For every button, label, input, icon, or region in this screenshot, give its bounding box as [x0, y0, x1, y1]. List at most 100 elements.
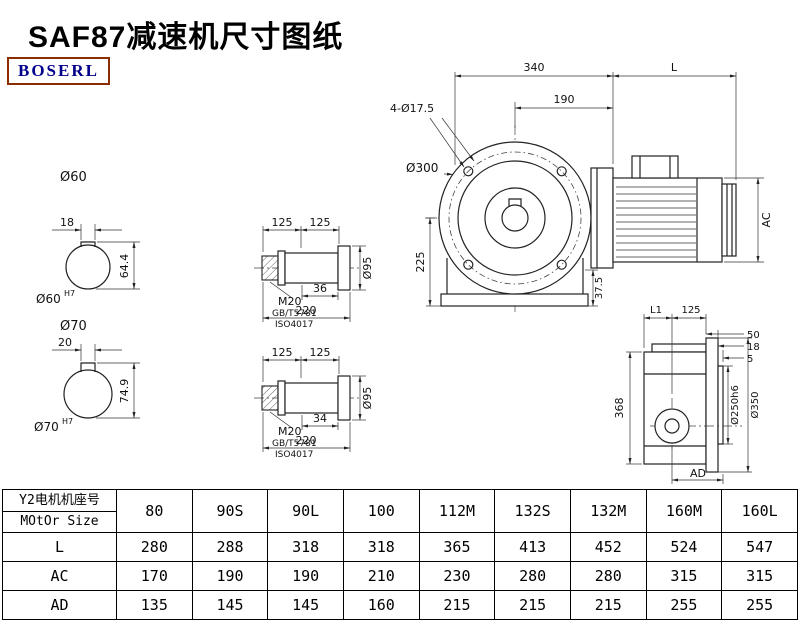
size-col-header-80: 80	[116, 489, 193, 533]
output-shaft-circle	[654, 408, 690, 444]
washer	[277, 380, 286, 416]
table-cell: 145	[191, 590, 269, 620]
dim-label-shaft70-bore: Ø70	[34, 420, 59, 434]
motor-body	[612, 177, 723, 263]
table-cell: 452	[569, 532, 647, 562]
dim-label-bushing-bot-a: 125	[272, 346, 293, 359]
std-label-top-1: GB/T5781	[272, 309, 317, 319]
dim-label-50: 50	[747, 330, 760, 341]
motor-size-header-cn: Y2电机机座号	[3, 491, 116, 512]
flange-circle-300	[438, 141, 592, 295]
dim-label-bushing-top-a: 125	[272, 216, 293, 229]
terminal-box	[631, 155, 679, 179]
bushing-collar	[337, 245, 351, 291]
hub-circle	[484, 187, 546, 249]
housing-circle	[457, 160, 573, 276]
side-top-rib	[651, 343, 707, 353]
thread-label-top: M20	[278, 295, 302, 308]
table-cell: 413	[494, 532, 571, 562]
shaft60-bore-circle	[65, 244, 111, 290]
std-label-bottom-1: GB/T5781	[272, 439, 317, 449]
dim-label-bushing-top-od: Ø95	[361, 257, 374, 280]
dim-label-shaft70-keyheight: 74.9	[118, 379, 131, 404]
motor-dimension-table: Y2电机机座号 MOtOr Size 80 90S 90L 100 112M 1…	[2, 489, 798, 620]
gearbox-base	[440, 293, 589, 307]
dim-label-225: 225	[414, 252, 427, 273]
table-cell: 190	[191, 561, 269, 591]
table-cell: 145	[267, 590, 344, 620]
output-flange-350	[705, 337, 719, 473]
bolt-circle	[448, 151, 582, 285]
technical-drawing: Ø60 18 64.4 Ø60 H7 Ø70 20	[34, 61, 773, 484]
table-row-ac: AC 170 190 190 210 230 280 280 315 315	[2, 561, 798, 591]
motor-adapter-flange	[590, 167, 614, 269]
table-row-ad: AD 135 145 145 160 215 215 215 255 255	[2, 590, 798, 620]
table-cell: 135	[116, 590, 193, 620]
dim-label-bushing-top-len: 36	[313, 282, 327, 295]
bolt-hole	[556, 259, 567, 270]
dim-label-bushing-bot-total: 220	[296, 434, 317, 447]
hollow-shaft-detail-top: 125 125 M20 GB/T5781 ISO4017 36 220 Ø95	[254, 216, 374, 330]
dim-label-37-5: 37.5	[594, 277, 605, 299]
motor-size-header-en: MOtOr Size	[20, 513, 99, 529]
dim-label-flange-od: Ø300	[406, 161, 438, 175]
bolt-head-section	[261, 255, 279, 281]
table-cell: 280	[569, 561, 647, 591]
table-cell: 318	[342, 532, 420, 562]
std-label-top-2: ISO4017	[275, 320, 313, 330]
hollow-shaft-detail-bottom: 125 125 M20 GB/T5781 ISO4017 34 220 Ø95	[254, 346, 374, 460]
dim-label-shaft60-bore-tol: H7	[64, 289, 75, 298]
size-col-header-100: 100	[342, 489, 420, 533]
size-col-header-132s: 132S	[494, 489, 571, 533]
bushing-collar	[337, 375, 351, 421]
table-cell: 315	[721, 561, 798, 591]
row-label-ad: AD	[2, 590, 117, 620]
dim-label-bushing-bot-od: Ø95	[361, 387, 374, 410]
dim-label-shaft60-diameter: Ø60	[60, 170, 87, 185]
shaft60-keyway	[80, 241, 96, 247]
std-label-bottom-2: ISO4017	[275, 450, 313, 460]
dim-label-190: 190	[554, 93, 575, 106]
dim-label-bushing-bot-b: 125	[310, 346, 331, 359]
dim-label-ac: AC	[760, 212, 773, 227]
bore-circle	[501, 204, 529, 232]
table-cell: 280	[116, 532, 193, 562]
table-cell: 524	[645, 532, 723, 562]
size-col-header-160l: 160L	[721, 489, 798, 533]
dim-label-motor-length: L	[671, 61, 678, 74]
size-col-header-90s: 90S	[191, 489, 269, 533]
table-cell: 215	[569, 590, 647, 620]
main-front-view: 340 L 190 4-Ø17.5 Ø300 225 37.5 AC	[390, 61, 773, 312]
dim-label-bushing-top-b: 125	[310, 216, 331, 229]
table-cell: 170	[116, 561, 193, 591]
dim-label-18: 18	[747, 342, 760, 353]
table-cell: 318	[267, 532, 344, 562]
shaft70-keyway	[80, 362, 96, 372]
row-label-ac: AC	[2, 561, 117, 591]
table-cell: 190	[267, 561, 344, 591]
bolt-head-section	[261, 385, 279, 411]
dim-label-125: 125	[681, 305, 700, 316]
washer	[277, 250, 286, 286]
dimension-table-section: Y2电机机座号 MOtOr Size 80 90S 90L 100 112M 1…	[2, 489, 798, 620]
table-cell: 215	[418, 590, 496, 620]
bolt-hole	[463, 259, 474, 270]
bore-keyway	[508, 198, 522, 206]
motor-size-header-cell: Y2电机机座号 MOtOr Size	[2, 489, 117, 533]
bushing-body	[284, 252, 339, 284]
shaft70-bore-circle	[63, 369, 113, 419]
dim-label-ad: AD	[690, 467, 706, 480]
output-shaft-bore	[664, 418, 680, 434]
table-row-l: L 280 288 318 318 365 413 452 524 547	[2, 532, 798, 562]
dim-label-340: 340	[524, 61, 545, 74]
table-cell: 255	[645, 590, 723, 620]
row-label-l: L	[2, 532, 117, 562]
dim-label-l1: L1	[650, 305, 662, 316]
size-col-header-132m: 132M	[569, 489, 647, 533]
spigot-250	[717, 365, 724, 445]
shaft-end-view-70: Ø70 20 74.9 Ø70 H7	[34, 319, 140, 434]
bolt-hole	[463, 166, 474, 177]
shaft-end-view-60: Ø60 18 64.4 Ø60 H7	[36, 170, 140, 306]
table-cell: 215	[494, 590, 571, 620]
dim-label-5: 5	[747, 354, 753, 365]
